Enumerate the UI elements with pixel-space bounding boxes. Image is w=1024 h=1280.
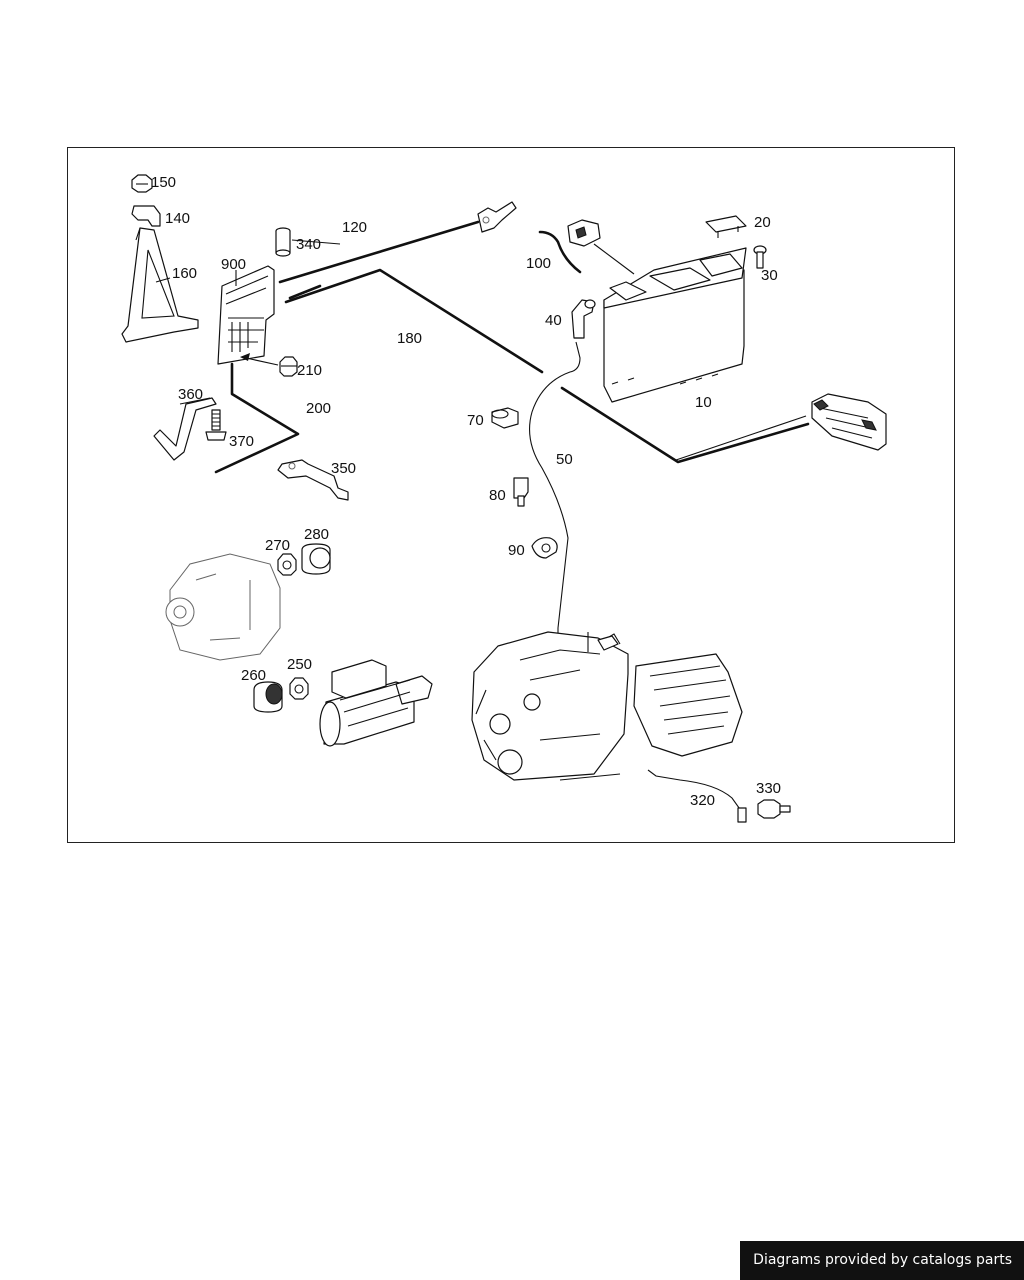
sleeve-340-part [275,227,291,257]
callout-50: 50 [556,451,573,468]
callout-200: 200 [306,400,331,417]
cap-280-part [301,543,331,575]
callout-140: 140 [165,210,190,227]
fuse-box-part [811,393,887,451]
callout-280: 280 [304,526,329,543]
battery-10-part [603,247,747,403]
callout-40: 40 [545,312,562,329]
cover-20-part [705,215,747,238]
callout-270: 270 [265,537,290,554]
callout-30: 30 [761,267,778,284]
sensor-80-part [513,477,529,507]
callout-260: 260 [241,667,266,684]
screw-30-part [753,245,767,269]
engine-transmission-part [471,631,743,781]
callout-250: 250 [287,656,312,673]
callout-80: 80 [489,487,506,504]
bracket-160-part [121,227,199,343]
cap-260-part [253,681,283,713]
nut-150-part [131,174,153,193]
callout-120: 120 [342,219,367,236]
clip-70-part [491,407,519,429]
callout-900: 900 [221,256,246,273]
callout-180: 180 [397,330,422,347]
bolt-370-part [205,409,227,441]
callout-labels: 150 140 160 900 340 120 100 20 30 40 180… [151,174,781,809]
cable-200-part [214,362,300,474]
nut-210-part [279,356,298,377]
callout-320: 320 [690,792,715,809]
cable-180-part [284,268,810,464]
strap-350-part [277,459,349,501]
leader-lines [155,239,341,286]
callout-150: 150 [151,174,176,191]
elbow-40-part [571,299,596,339]
callout-90: 90 [508,542,525,559]
nut-250-part [289,677,309,700]
nut-270-part [277,553,297,576]
callout-360: 360 [178,386,203,403]
bolt-330-part [757,799,791,819]
callout-210: 210 [297,362,322,379]
cable-120-part [278,201,517,284]
callout-340: 340 [296,236,321,253]
credit-banner: Diagrams provided by catalogs parts [740,1241,1024,1280]
callout-100: 100 [526,255,551,272]
callout-20: 20 [754,214,771,231]
clip-90-part [531,537,558,559]
callout-160: 160 [172,265,197,282]
bracket-360-part [153,397,217,461]
ground-strap-320-part [647,769,747,823]
control-unit-900-part [217,265,275,365]
callout-330: 330 [756,780,781,797]
alternator-part [165,553,281,661]
arrow-pointer [240,353,279,366]
starter-part [319,659,433,747]
callout-70: 70 [467,412,484,429]
clip-140-part [131,205,161,227]
cable-50-part [529,341,581,648]
callout-350: 350 [331,460,356,477]
connector-100-part [538,219,635,275]
callout-370: 370 [229,433,254,450]
callout-10: 10 [695,394,712,411]
